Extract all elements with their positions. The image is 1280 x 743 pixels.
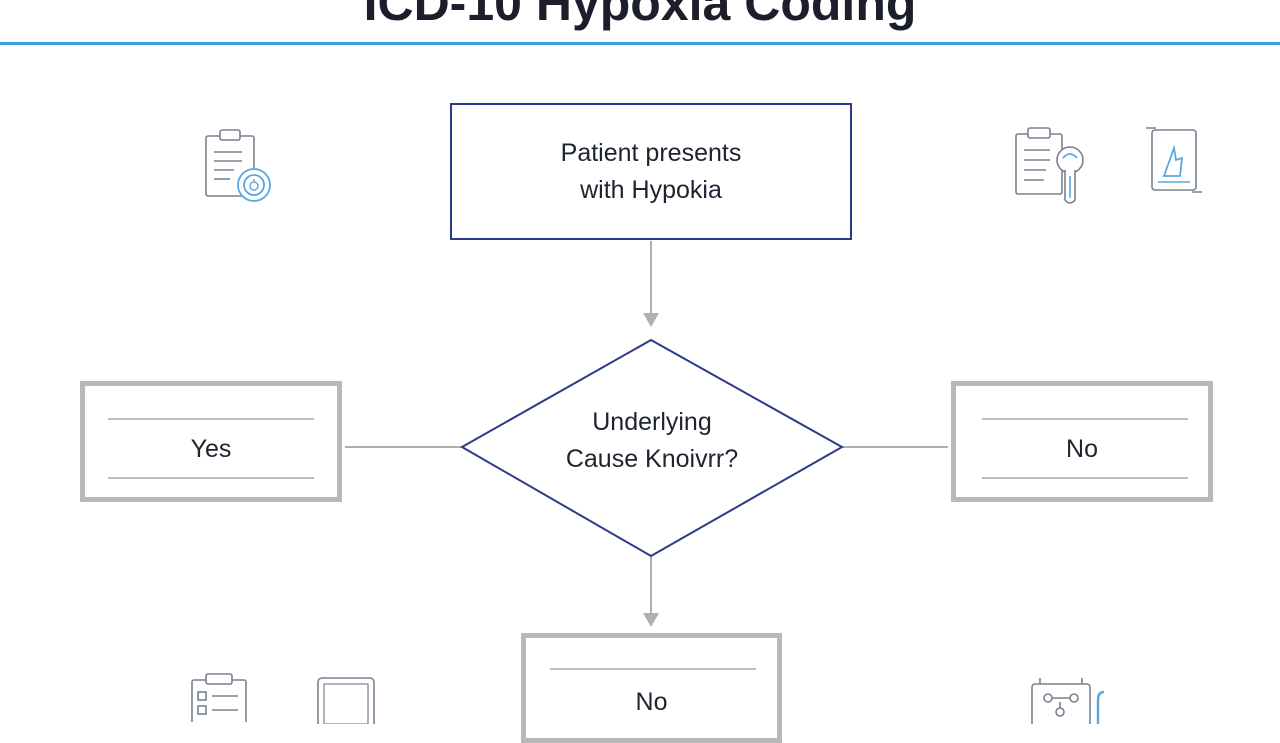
clipboard-medical-icon: [1015, 127, 1084, 204]
tablet-hand-icon: [1146, 127, 1202, 193]
diagram-title: ICD-10 Hypoxia Coding: [363, 0, 917, 31]
connectors: [345, 241, 948, 627]
start-node-text: Patient presents with Hypokia: [560, 138, 742, 204]
outcome-no-right-box: No: [951, 381, 1213, 502]
start-node: Patient presents with Hypokia: [450, 103, 852, 240]
box-rule: [982, 477, 1188, 479]
outcome-yes-label: Yes: [190, 435, 232, 463]
outcome-no-bottom-label: No: [635, 688, 668, 716]
decision-diamond: [459, 338, 845, 558]
box-rule: [550, 668, 756, 670]
circuit-icon: [1031, 678, 1105, 724]
arrowhead-down-2: [643, 613, 659, 627]
tablet-icon: [317, 677, 375, 724]
decision-text: Underlying Cause Knoivrr?: [565, 408, 739, 473]
title-underline: [0, 42, 1280, 45]
outcome-no-right-label: No: [1066, 435, 1098, 463]
clipboard-icon: [205, 129, 271, 202]
box-rule: [108, 418, 314, 420]
outcome-yes-box: Yes: [80, 381, 342, 502]
box-rule: [108, 477, 314, 479]
checklist-icon: [191, 673, 247, 722]
outcome-no-bottom-box: No: [521, 633, 782, 743]
box-rule: [982, 418, 1188, 420]
arrowhead-down-1: [643, 313, 659, 327]
